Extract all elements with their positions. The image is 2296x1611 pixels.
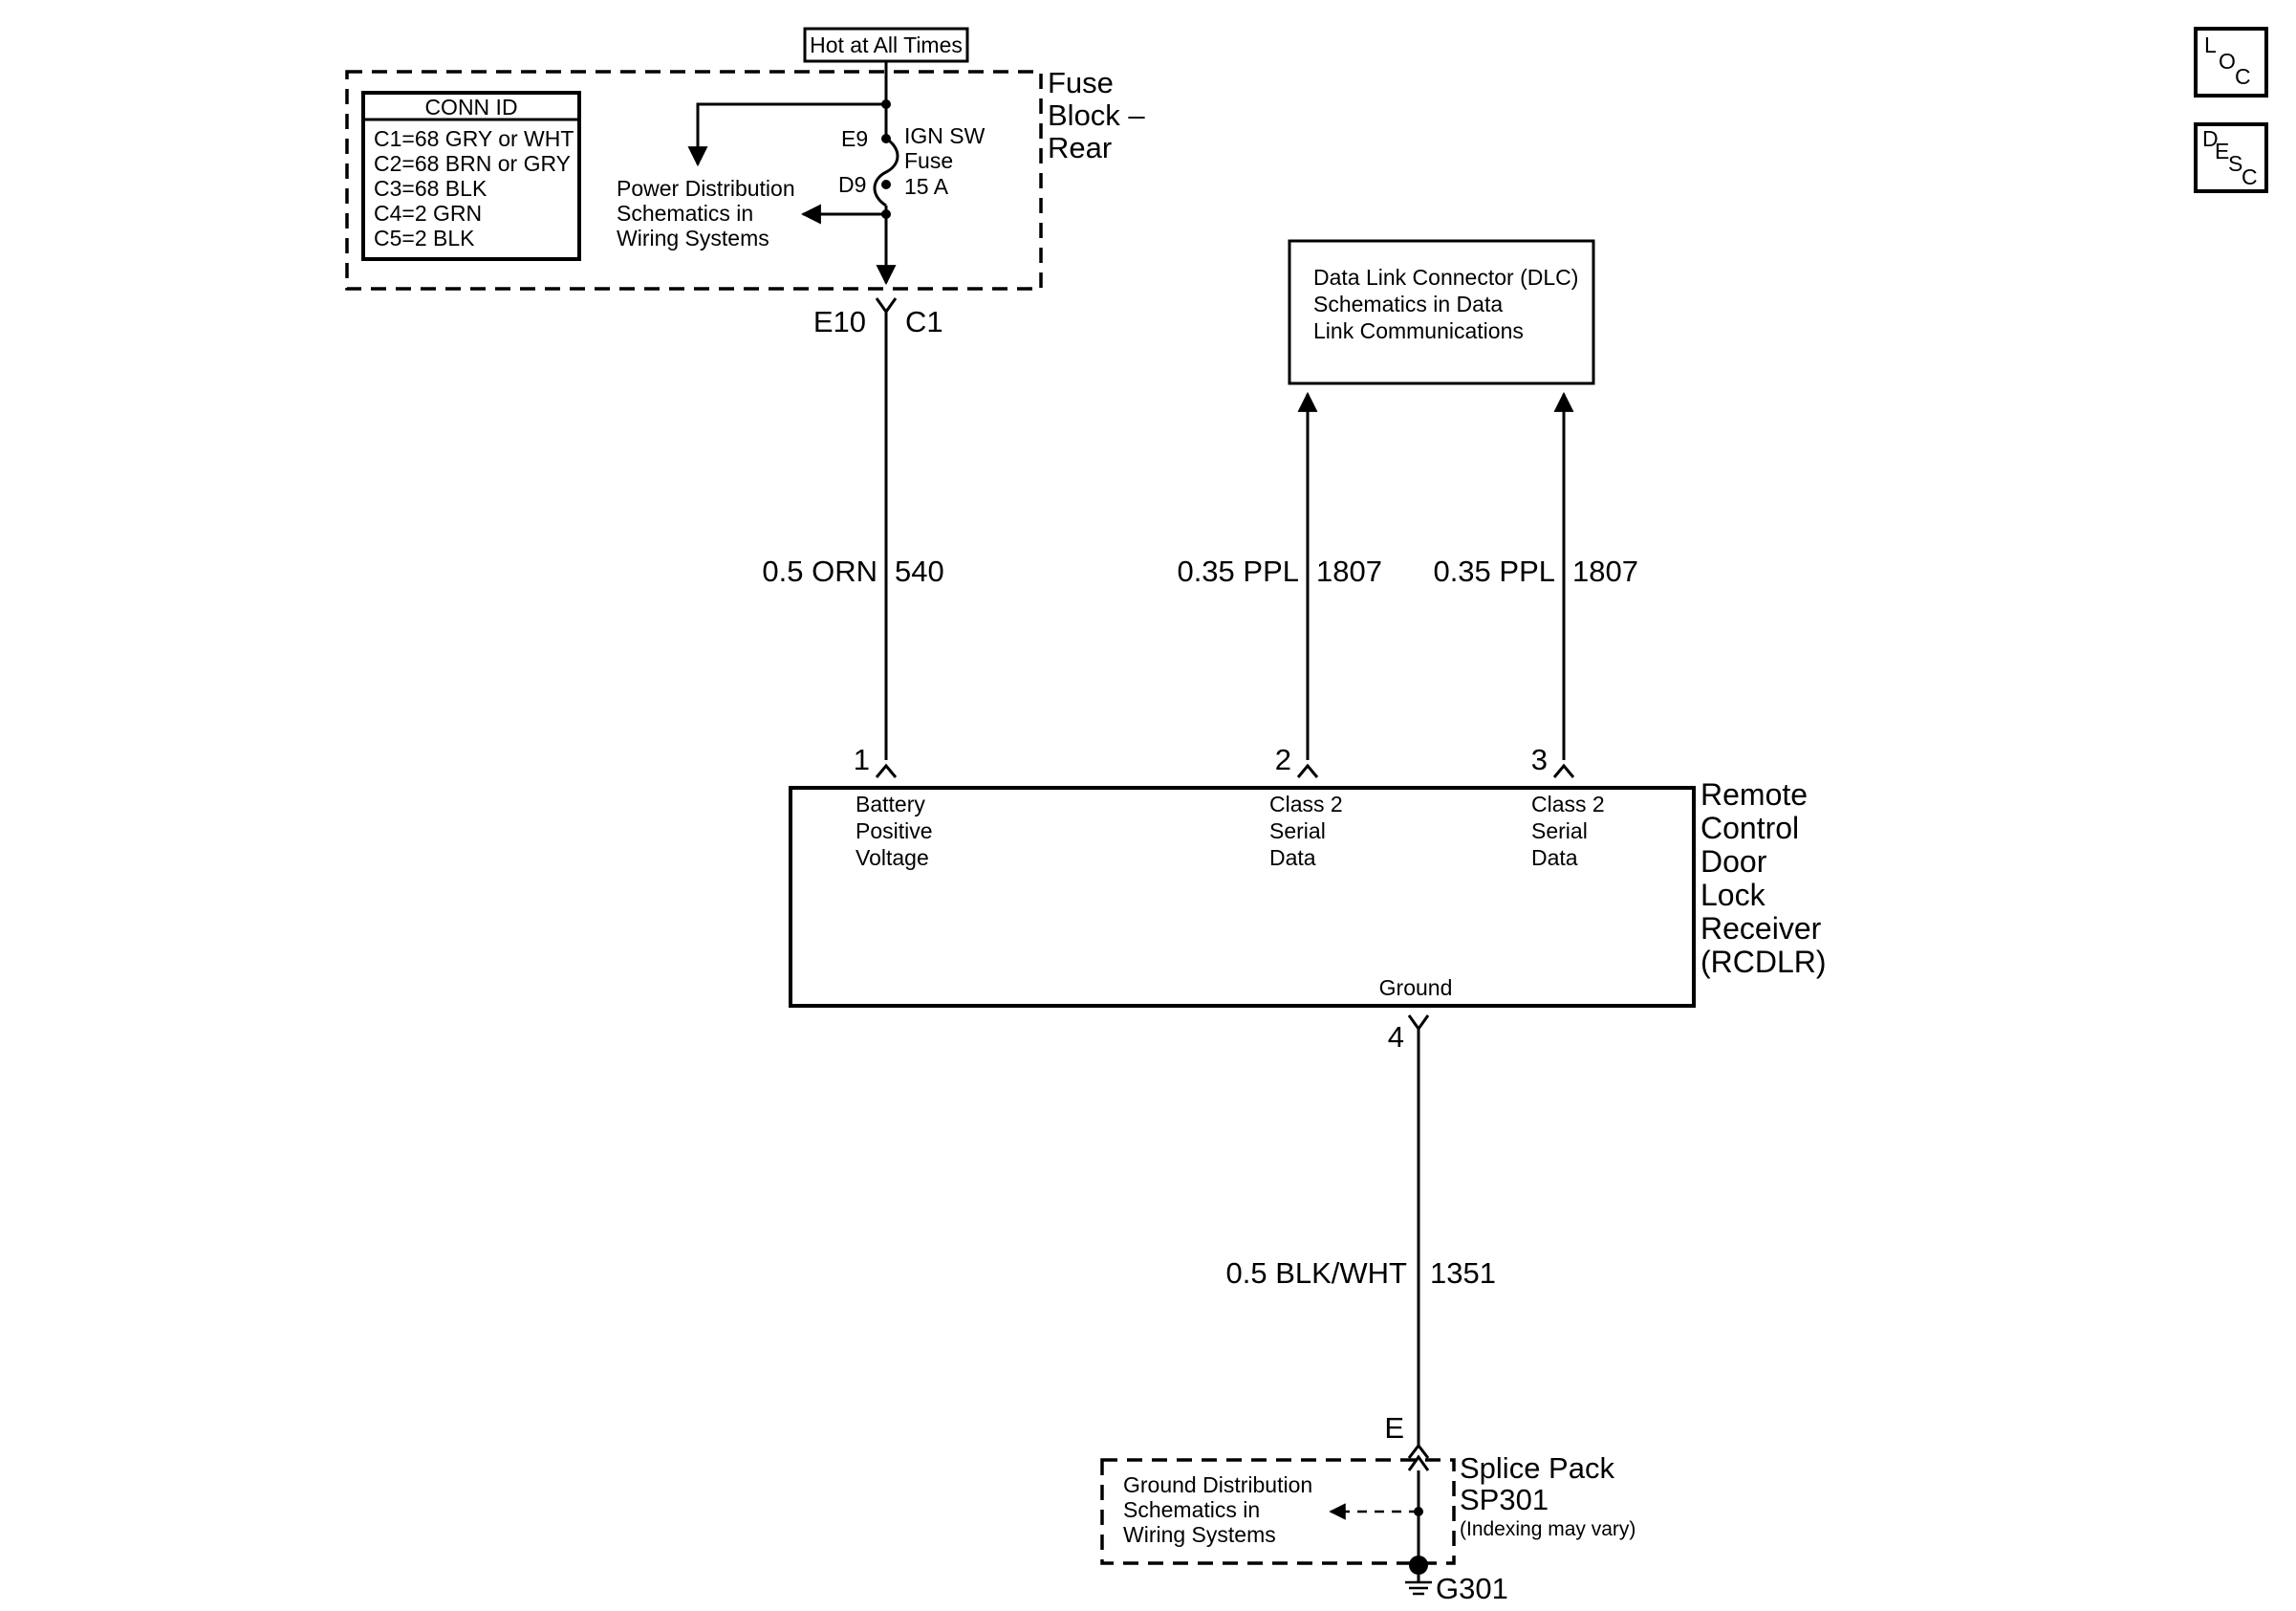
ground-dist-line: Wiring Systems: [1123, 1522, 1276, 1547]
pin-4-connector: [1407, 1014, 1430, 1032]
pin-2-connector: [1296, 763, 1319, 778]
pin-1-number: 1: [854, 743, 870, 776]
conn-id-row: C4=2 GRN: [374, 201, 482, 226]
fuse-block-outline: [345, 70, 1043, 291]
fuse-block-name-line-2: Block –: [1048, 98, 1145, 132]
pin-3-number: 3: [1531, 743, 1548, 776]
connector-name-c1: C1: [905, 305, 943, 338]
rcdlr-name-line: Lock: [1700, 878, 1766, 912]
loc-letter-o: O: [2219, 49, 2236, 74]
ground-point-dot: [1409, 1556, 1428, 1575]
conn-id-row: C2=68 BRN or GRY: [374, 151, 571, 176]
conn-id-row: C1=68 GRY or WHT: [374, 126, 574, 151]
wire-1807a-circuit: 1807: [1316, 555, 1382, 588]
desc-button[interactable]: D E S C: [2194, 122, 2268, 193]
power-dist-line-2: Schematics in: [617, 201, 753, 226]
splice-pack-sp301: Ground Distribution Schematics in Wiring…: [1100, 1451, 1635, 1565]
fuse-label-line-2: Fuse: [904, 148, 953, 173]
connector-symbol: [875, 297, 898, 315]
loc-letter-l: L: [2204, 33, 2217, 57]
desc-letter-s: S: [2228, 151, 2242, 176]
ground-dist-line: Ground Distribution: [1123, 1472, 1312, 1497]
connector-e10-c1: E10 C1: [813, 297, 943, 338]
wire-1351-gauge: 0.5 BLK/WHT: [1226, 1256, 1408, 1290]
pin-2-desc-line: Serial: [1269, 818, 1326, 843]
conn-id-row: C5=2 BLK: [374, 226, 475, 250]
wire-540-circuit: 540: [895, 555, 944, 588]
rcdlr-name-line: Control: [1700, 811, 1799, 845]
pin-2-desc-line: Class 2: [1269, 792, 1343, 816]
fuse-block-rear: Hot at All Times Fuse Block – Rear CONN …: [345, 27, 1145, 291]
splice-pack-name-line: Splice Pack: [1460, 1451, 1614, 1485]
fuse-block-name-line-1: Fuse: [1048, 66, 1114, 99]
pin-3-desc-line: Serial: [1531, 818, 1588, 843]
splice-connector-top: [1407, 1443, 1430, 1459]
splice-connector-bottom: [1407, 1454, 1430, 1471]
fuse-symbol: [873, 137, 899, 207]
wire-1807b-gauge: 0.35 PPL: [1433, 555, 1555, 588]
pin-2-desc-line: Data: [1269, 845, 1316, 870]
dlc-line-1: Data Link Connector (DLC): [1313, 265, 1578, 290]
fuse-pin-e9: E9: [841, 126, 868, 151]
fuse-block-name-line-3: Rear: [1048, 131, 1112, 164]
pin-3-desc-line: Data: [1531, 845, 1578, 870]
rcdlr-name-line: Receiver: [1700, 911, 1822, 946]
pin-1-desc-line: Positive: [856, 818, 933, 843]
loc-button[interactable]: L O C: [2194, 27, 2268, 98]
pin-3-connector: [1552, 763, 1575, 778]
fuse-label-line-1: IGN SW: [904, 123, 986, 148]
wire-1807b-circuit: 1807: [1572, 555, 1638, 588]
desc-letter-c: C: [2242, 164, 2258, 189]
pin-2-number: 2: [1275, 743, 1291, 776]
pin-1-desc-line: Voltage: [856, 845, 929, 870]
rcdlr-module: Battery Positive Voltage Class 2 Serial …: [789, 777, 1827, 1008]
fuse-label-line-3: 15 A: [904, 174, 949, 199]
desc-letter-e: E: [2215, 139, 2229, 163]
hot-at-all-times-label: Hot at All Times: [810, 33, 963, 57]
rcdlr-name-line: Door: [1700, 844, 1767, 879]
splice-pack-note: (Indexing may vary): [1460, 1518, 1635, 1540]
splice-pack-outline: [1100, 1458, 1456, 1565]
ground-pin-desc: Ground: [1379, 975, 1453, 1000]
wire-540-gauge: 0.5 ORN: [762, 555, 877, 588]
ground-id-label: G301: [1436, 1572, 1508, 1605]
desc-letter-d: D: [2202, 126, 2219, 151]
power-dist-branch-top: [687, 102, 886, 167]
splice-pin-e: E: [1384, 1411, 1404, 1445]
ground-dist-line: Schematics in: [1123, 1497, 1260, 1522]
power-dist-line-1: Power Distribution: [617, 176, 795, 201]
pin-3-desc-line: Class 2: [1531, 792, 1605, 816]
ground-g301: G301: [1405, 1556, 1508, 1605]
pin-4-number: 4: [1388, 1020, 1404, 1054]
wire-1351-circuit: 1351: [1430, 1256, 1496, 1290]
loc-letter-c: C: [2235, 64, 2251, 89]
rcdlr-name-line: Remote: [1700, 777, 1808, 812]
dlc-line-3: Link Communications: [1313, 318, 1524, 343]
fuse-terminal-top: [881, 134, 891, 143]
rcdlr-name-line: (RCDLR): [1700, 945, 1827, 979]
splice-pack-name-line: SP301: [1460, 1483, 1549, 1516]
fuse-terminal-bottom: [881, 180, 891, 189]
dlc-line-2: Schematics in Data: [1313, 292, 1503, 316]
pin-1-connector: [875, 763, 898, 778]
connector-pin-e10: E10: [813, 305, 866, 338]
conn-id-row: C3=68 BLK: [374, 176, 487, 201]
pin-1-desc-line: Battery: [856, 792, 925, 816]
dlc-box: Data Link Connector (DLC) Schematics in …: [1288, 239, 1595, 385]
conn-id-table: CONN ID C1=68 GRY or WHT C2=68 BRN or GR…: [361, 91, 581, 261]
conn-id-title: CONN ID: [424, 95, 517, 120]
wire-1807a-gauge: 0.35 PPL: [1177, 555, 1299, 588]
fuse-pin-d9: D9: [838, 172, 866, 197]
power-dist-line-3: Wiring Systems: [617, 226, 769, 250]
